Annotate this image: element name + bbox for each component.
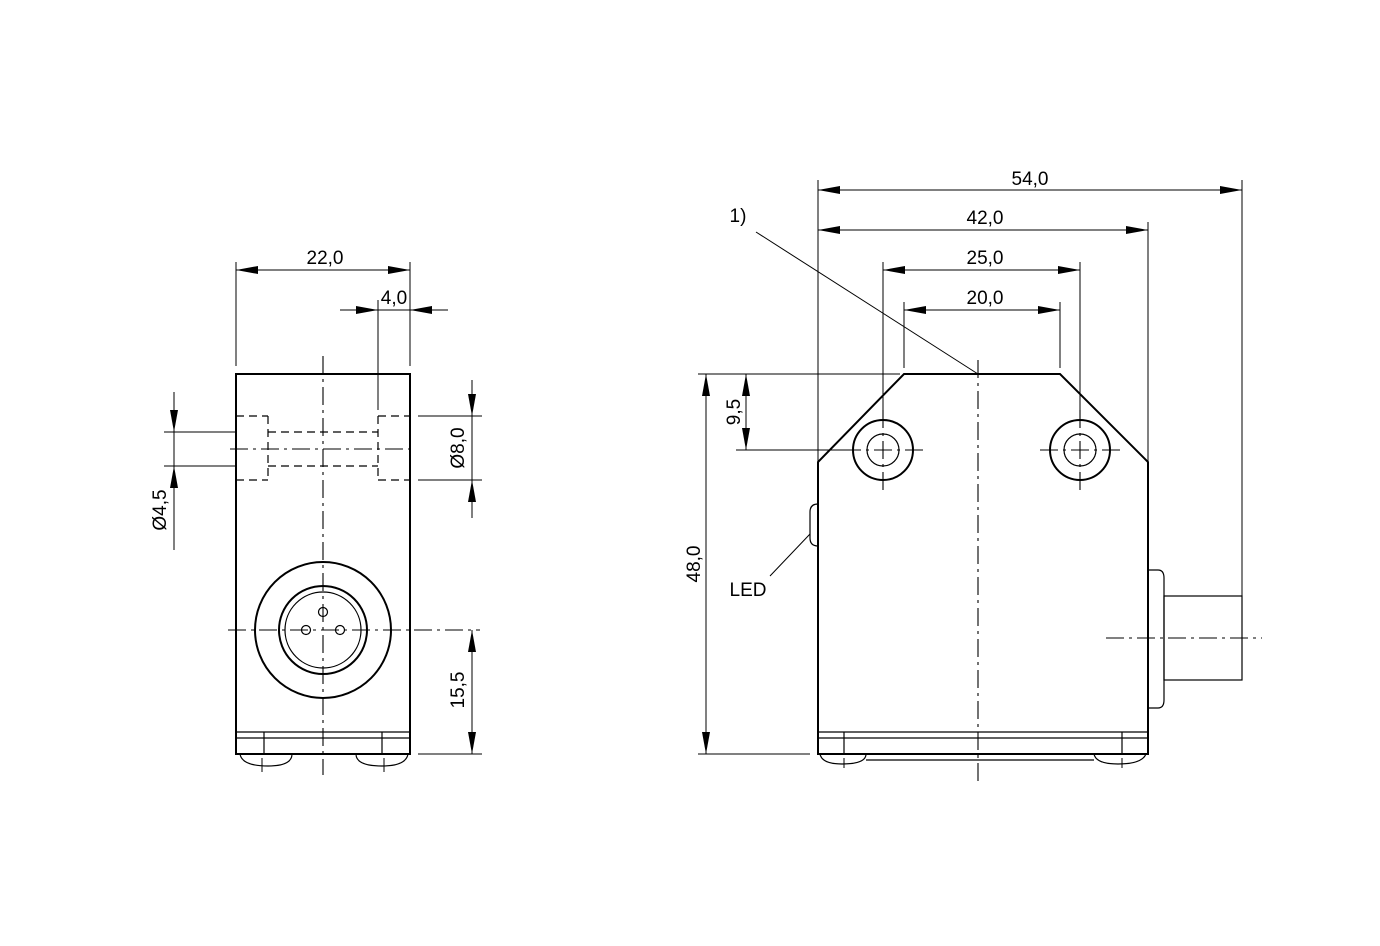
note-leader-line (755, 231, 979, 375)
note-marker: 1) (730, 206, 747, 227)
dim-9-5-label: 9,5 (724, 399, 745, 425)
side-view: LED 1) 54,0 42,0 25,0 20,0 (684, 169, 1262, 786)
side-connector-collar (1148, 569, 1165, 709)
dim-4-label: 4,0 (381, 288, 407, 309)
dim-20-label: 20,0 (967, 288, 1004, 309)
side-foot-right (1093, 753, 1147, 765)
dim-dia-8-label: Ø8,0 (448, 427, 469, 468)
led-indicator (809, 503, 819, 547)
front-view: 22,0 4,0 Ø4,5 Ø8,0 15,5 (150, 248, 482, 775)
dim-42-label: 42,0 (967, 208, 1004, 229)
dim-dia-4-5-label: Ø4,5 (150, 489, 171, 530)
front-foot-left (239, 753, 293, 767)
connector-pin-icon (317, 606, 329, 618)
dim-25-label: 25,0 (967, 248, 1004, 269)
dim-22-label: 22,0 (307, 248, 344, 269)
side-foot-left (819, 753, 867, 765)
dim-15-5-label: 15,5 (448, 672, 469, 709)
front-foot-right (355, 753, 409, 767)
side-body-outline (817, 373, 1149, 755)
led-label: LED (730, 580, 767, 601)
dim-48-label: 48,0 (684, 546, 705, 583)
dim-54-label: 54,0 (1012, 169, 1049, 190)
